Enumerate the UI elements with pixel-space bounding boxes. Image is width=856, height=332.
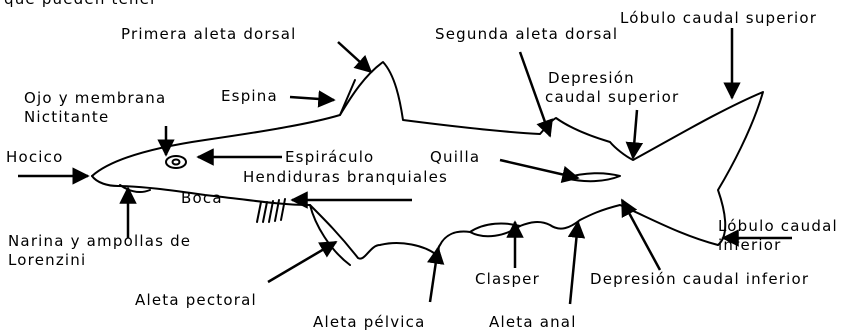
arrow-quilla (499, 158, 580, 183)
label-primera-aleta-dorsal: Primera aleta dorsal (121, 25, 297, 43)
arrow-espina (289, 90, 336, 108)
leader-arrows (18, 28, 792, 305)
label-narina-line2: Lorenzini (8, 251, 87, 269)
label-espiraculo: Espiráculo (285, 148, 375, 166)
arrow-aleta-pelvica (427, 246, 445, 303)
label-aleta-pelvica: Aleta pélvica (313, 313, 426, 331)
label-boca: Boca (181, 189, 223, 207)
label-lobulo-inferior-line1: Lóbulo caudal (718, 217, 838, 235)
arrow-depresion-superior (625, 109, 644, 160)
label-depresion-superior-line1: Depresión (548, 69, 635, 87)
label-ojo-membrana-line1: Ojo y membrana (24, 89, 167, 107)
label-lobulo-caudal-superior: Lóbulo caudal superior (620, 9, 818, 27)
label-hocico: Hocico (6, 148, 64, 166)
arrow-aleta-pectoral (267, 240, 338, 284)
arrow-depresion-inferior (620, 198, 662, 271)
label-depresion-superior-line2: caudal superior (545, 88, 680, 106)
label-quilla: Quilla (430, 148, 481, 166)
arrow-primera-aleta-dorsal (337, 41, 373, 74)
label-narina-lorenzini: Narina y ampollas de Lorenzini (8, 233, 191, 269)
arrow-segunda-aleta-dorsal (518, 51, 553, 138)
label-aleta-anal: Aleta anal (489, 313, 577, 331)
label-clasper: Clasper (475, 270, 540, 288)
label-ojo-membrana: Ojo y membrana Nictitante (24, 90, 166, 126)
label-narina-line1: Narina y ampollas de (8, 232, 192, 250)
label-espina: Espina (221, 87, 278, 105)
label-hendiduras-branquiales: Hendiduras branquiales (243, 168, 449, 186)
label-depresion-caudal-superior: Depresión caudal superior (545, 70, 679, 106)
label-segunda-aleta-dorsal: Segunda aleta dorsal (435, 25, 619, 43)
label-lobulo-caudal-inferior: Lóbulo caudal inferior (718, 218, 838, 254)
header-fragment: que pueden tener (4, 0, 158, 8)
label-lobulo-inferior-line2: inferior (718, 236, 782, 254)
label-aleta-pectoral: Aleta pectoral (135, 291, 257, 309)
label-depresion-caudal-inferior: Depresión caudal inferior (590, 270, 810, 288)
label-ojo-membrana-line2: Nictitante (24, 108, 110, 126)
arrow-aleta-anal (567, 220, 586, 305)
